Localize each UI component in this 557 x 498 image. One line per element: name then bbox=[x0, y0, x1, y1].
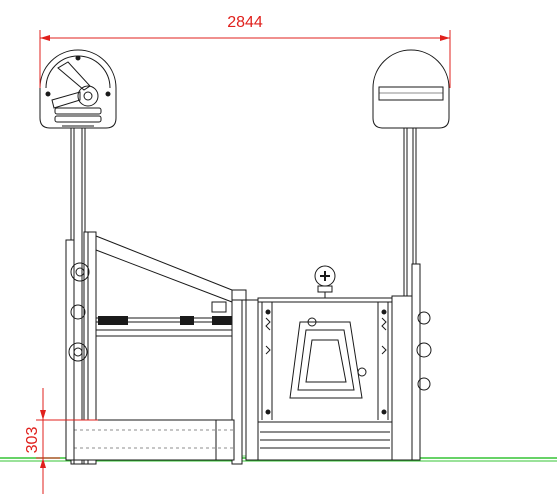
rail-bolts bbox=[98, 301, 232, 325]
cabin-panel bbox=[245, 263, 432, 461]
round-sign-icon bbox=[372, 49, 450, 129]
steering-wheel-icon bbox=[39, 49, 117, 129]
right-post-assembly bbox=[372, 49, 450, 297]
top-valve-icon bbox=[314, 265, 336, 298]
left-post-assembly bbox=[39, 49, 117, 465]
width-dimension-label: 2844 bbox=[227, 14, 263, 31]
width-dimension bbox=[39, 30, 451, 88]
porthole-window-icon bbox=[289, 317, 367, 399]
height-dimension bbox=[36, 388, 98, 494]
left-platform-structure bbox=[65, 231, 247, 465]
height-dimension-label: 303 bbox=[24, 427, 41, 454]
